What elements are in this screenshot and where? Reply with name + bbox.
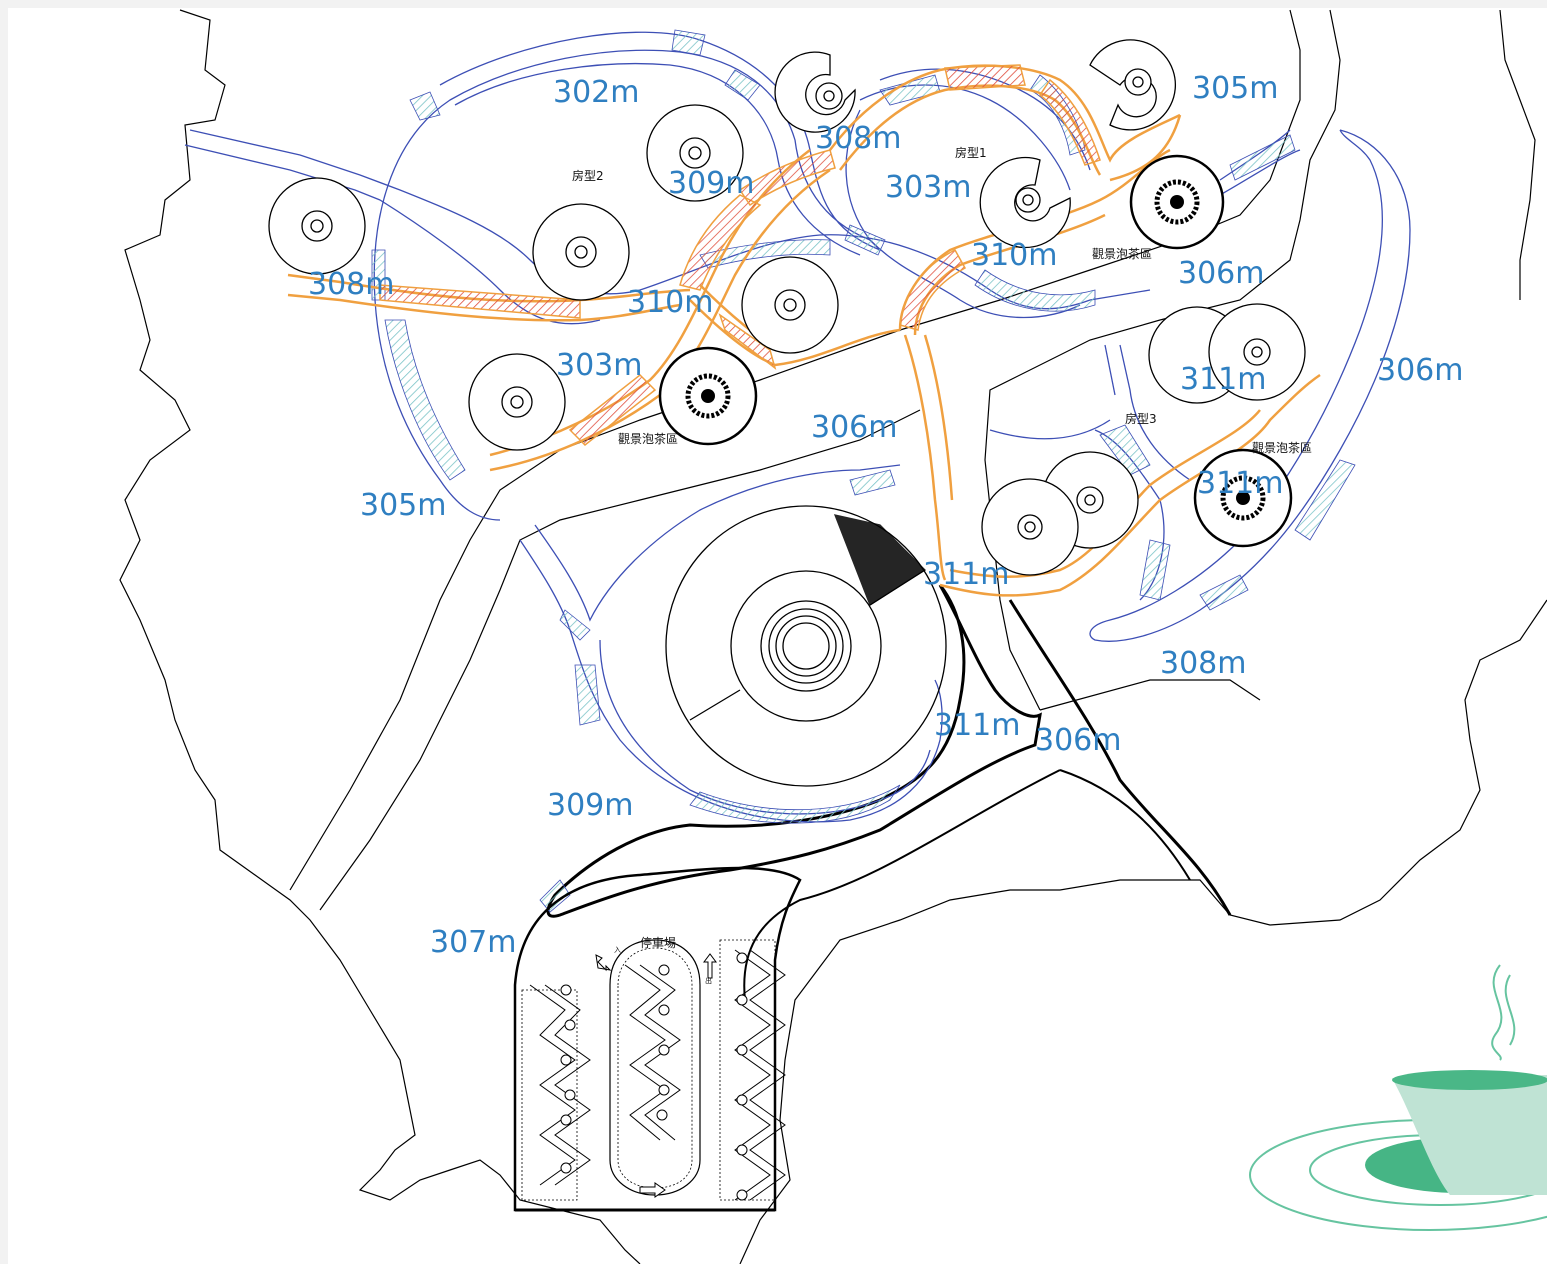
- elevation-label: 306m: [1035, 723, 1121, 758]
- elevation-label: 308m: [308, 267, 394, 302]
- elevation-label: 309m: [668, 166, 754, 201]
- cabins: [268, 39, 1306, 576]
- parking-entry-label: 入: [614, 946, 621, 954]
- house-type-2-label: 房型2: [572, 168, 604, 183]
- elevation-label: 311m: [934, 708, 1020, 743]
- site-plan-drawing: 停車場 入 出 房型2 房型1 房型3 觀景泡茶區 觀景泡茶區 觀景泡茶區 30…: [119, 9, 1547, 1264]
- parking-arrow-icon: [639, 1182, 666, 1198]
- blue-path-loop-left: [373, 31, 881, 521]
- entry-arrow-icon: [595, 954, 612, 972]
- central-plaza: [665, 505, 947, 787]
- orange-trails: [287, 64, 1321, 597]
- elevation-label: 308m: [1160, 646, 1246, 681]
- elevation-label: 303m: [885, 170, 971, 205]
- house-type-3-label: 房型3: [1125, 411, 1157, 426]
- terrain-boundary: [119, 9, 641, 1264]
- elevation-label: 303m: [556, 348, 642, 383]
- tea-area-label-c: 觀景泡茶區: [1252, 440, 1312, 455]
- elevation-label: 311m: [923, 557, 1009, 592]
- elevation-label: 308m: [815, 121, 901, 156]
- elevation-label: 302m: [553, 75, 639, 110]
- elevation-label: 311m: [1180, 362, 1266, 397]
- parking-lot: 停車場 入 出: [513, 866, 802, 1212]
- teacup-icon: [1249, 964, 1547, 1231]
- house-type-1-label: 房型1: [955, 145, 987, 160]
- exit-arrow-icon: [703, 953, 717, 979]
- elevation-label: 306m: [1377, 353, 1463, 388]
- parking-exit-label: 出: [705, 976, 712, 985]
- tea-area-label-a: 觀景泡茶區: [618, 431, 678, 446]
- site-plan: 停車場 入 出 房型2 房型1 房型3 觀景泡茶區 觀景泡茶區 觀景泡茶區 30…: [8, 8, 1547, 1264]
- elevation-labels: 302m 308m 305m 309m 303m 308m 310m 310m …: [308, 71, 1463, 960]
- elevation-label: 310m: [971, 238, 1057, 273]
- elevation-label: 310m: [627, 285, 713, 320]
- access-road: [546, 584, 1042, 918]
- elevation-label: 306m: [811, 410, 897, 445]
- parking-label: 停車場: [640, 935, 676, 950]
- elevation-label: 309m: [547, 788, 633, 823]
- tea-area-label-b: 觀景泡茶區: [1092, 246, 1152, 261]
- teal-hatched-paths: [371, 29, 1356, 913]
- elevation-label: 305m: [360, 488, 446, 523]
- tea-pavilions: [658, 154, 1293, 548]
- elevation-label: 305m: [1192, 71, 1278, 106]
- elevation-label: 307m: [430, 925, 516, 960]
- elevation-label: 311m: [1197, 466, 1283, 501]
- elevation-label: 306m: [1178, 256, 1264, 291]
